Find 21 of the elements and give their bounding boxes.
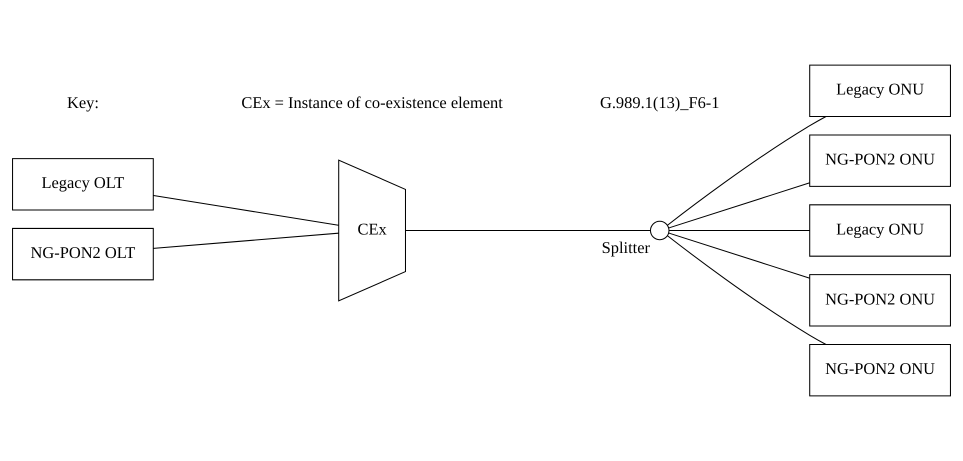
node-circle xyxy=(650,220,670,240)
label: Key: xyxy=(66,93,99,112)
node-label: Splitter xyxy=(602,238,650,257)
node-box: NG-PON2 ONU xyxy=(809,274,951,327)
label: G.989.1(13)_F6-1 xyxy=(600,93,720,112)
node-box: CEx xyxy=(338,159,406,302)
connector xyxy=(668,232,810,279)
connector xyxy=(153,232,339,249)
node-box: NG-PON2 OLT xyxy=(12,228,154,280)
connector xyxy=(667,235,826,345)
connector xyxy=(153,194,339,226)
connector xyxy=(406,230,650,232)
label: CEx = Instance of co-existence element xyxy=(241,93,503,112)
node-box: Legacy OLT xyxy=(12,158,154,210)
connector xyxy=(668,182,810,228)
node-box: Legacy ONU xyxy=(809,204,951,257)
connector xyxy=(669,230,810,232)
node-box: NG-PON2 ONU xyxy=(809,344,951,396)
node-box: NG-PON2 ONU xyxy=(809,134,951,187)
node-box: Legacy ONU xyxy=(809,64,951,117)
connector xyxy=(667,116,826,226)
